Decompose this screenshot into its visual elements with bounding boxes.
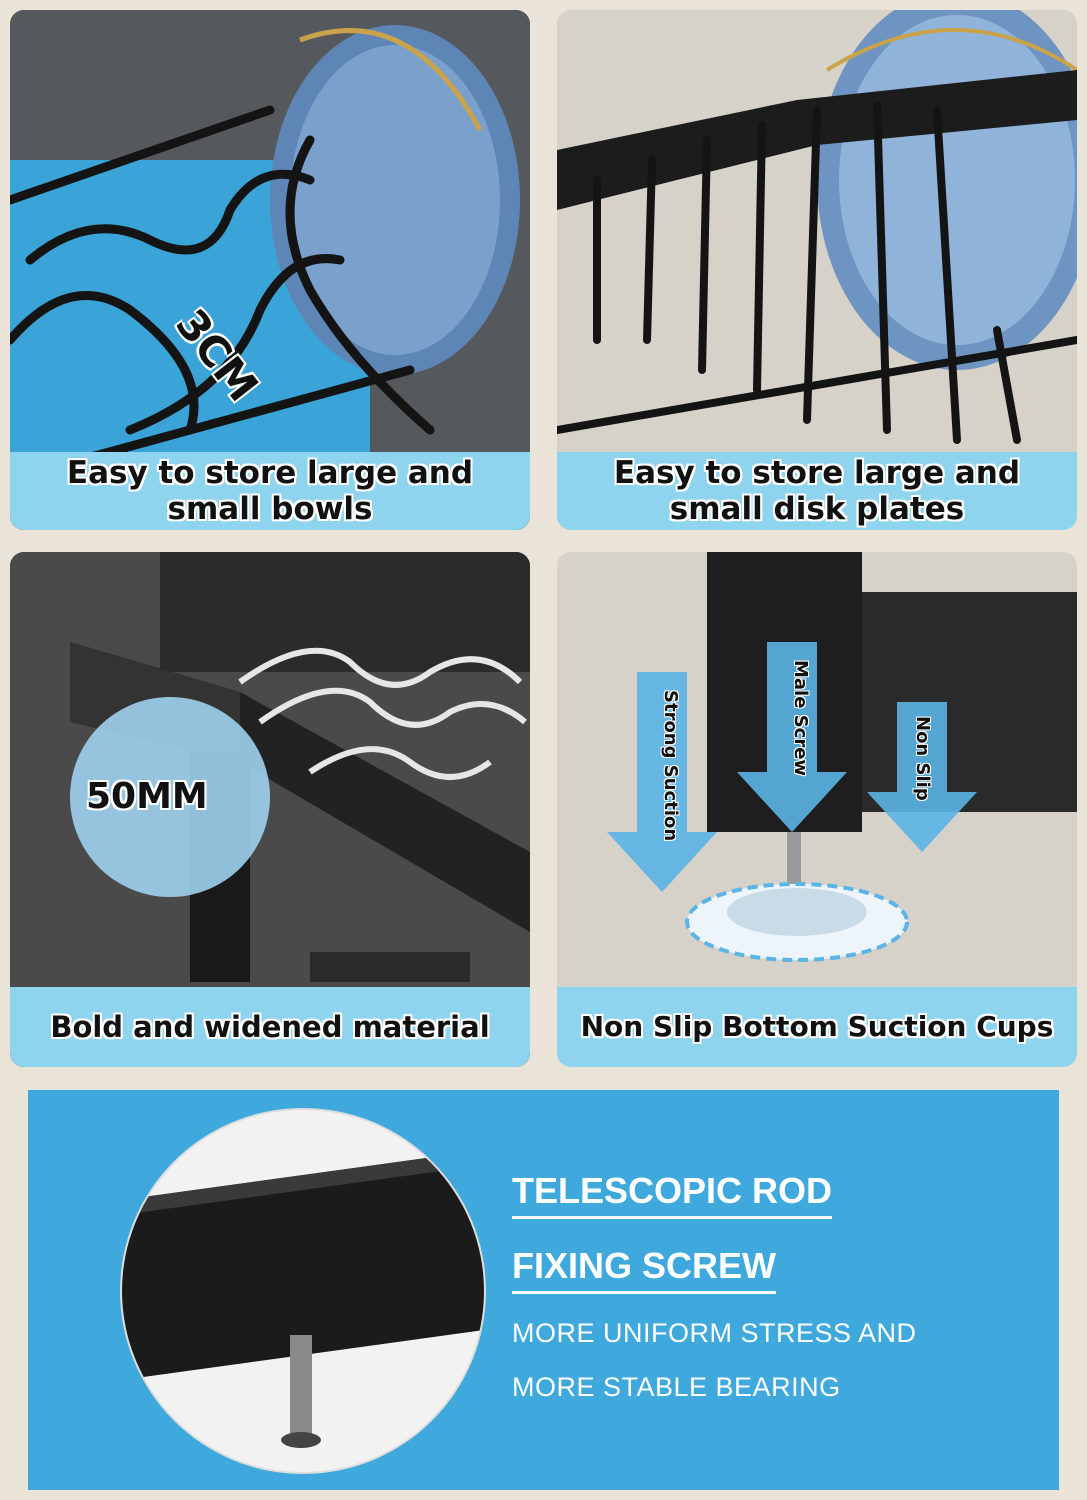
caption-material-text: Bold and widened material — [50, 1010, 490, 1044]
male-screw-arrow-icon — [737, 642, 847, 832]
suction-cup-panel: Non Slip Bottom Suction Cups — [557, 552, 1077, 1067]
caption-plates-text: Easy to store large and small disk plate… — [613, 455, 1021, 527]
telescopic-rod-closeup — [122, 1110, 484, 1472]
caption-suction: Non Slip Bottom Suction Cups — [557, 987, 1077, 1067]
feature-line-uniform-stress: MORE UNIFORM STRESS AND — [512, 1318, 917, 1348]
bowl-storage-panel: 3CM Easy to store large and small bowls — [10, 10, 530, 530]
suction-cup-illustration — [557, 552, 1077, 1067]
thick-frame-illustration — [10, 552, 530, 1067]
arrows-group — [607, 642, 977, 892]
dimension-label-50mm: 50MM — [86, 776, 208, 817]
rod-screw-illustration — [122, 1110, 484, 1472]
arrow-label-male-screw: Male Screw — [790, 660, 811, 777]
caption-plates: Easy to store large and small disk plate… — [557, 452, 1077, 530]
arrow-label-strong-suction: Strong Suction — [660, 690, 681, 842]
caption-material: Bold and widened material — [10, 987, 530, 1067]
non-slip-arrow-icon — [867, 702, 977, 852]
strong-suction-arrow-icon — [607, 672, 717, 892]
caption-bowls: Easy to store large and small bowls — [10, 452, 530, 530]
material-panel: Bold and widened material — [10, 552, 530, 1067]
bowl-rack-illustration — [10, 10, 530, 530]
plate-storage-panel: Easy to store large and small disk plate… — [557, 10, 1077, 530]
feature-heading-fixing-screw: FIXING SCREW — [512, 1245, 777, 1294]
plate-rack-illustration — [557, 10, 1077, 530]
feature-line-stable-bearing: MORE STABLE BEARING — [512, 1372, 841, 1402]
caption-bowls-text: Easy to store large and small bowls — [66, 455, 474, 527]
arrow-label-non-slip: Non Slip — [912, 716, 933, 801]
feature-heading-telescopic-rod: TELESCOPIC ROD — [512, 1170, 833, 1219]
caption-suction-text: Non Slip Bottom Suction Cups — [580, 1010, 1054, 1043]
